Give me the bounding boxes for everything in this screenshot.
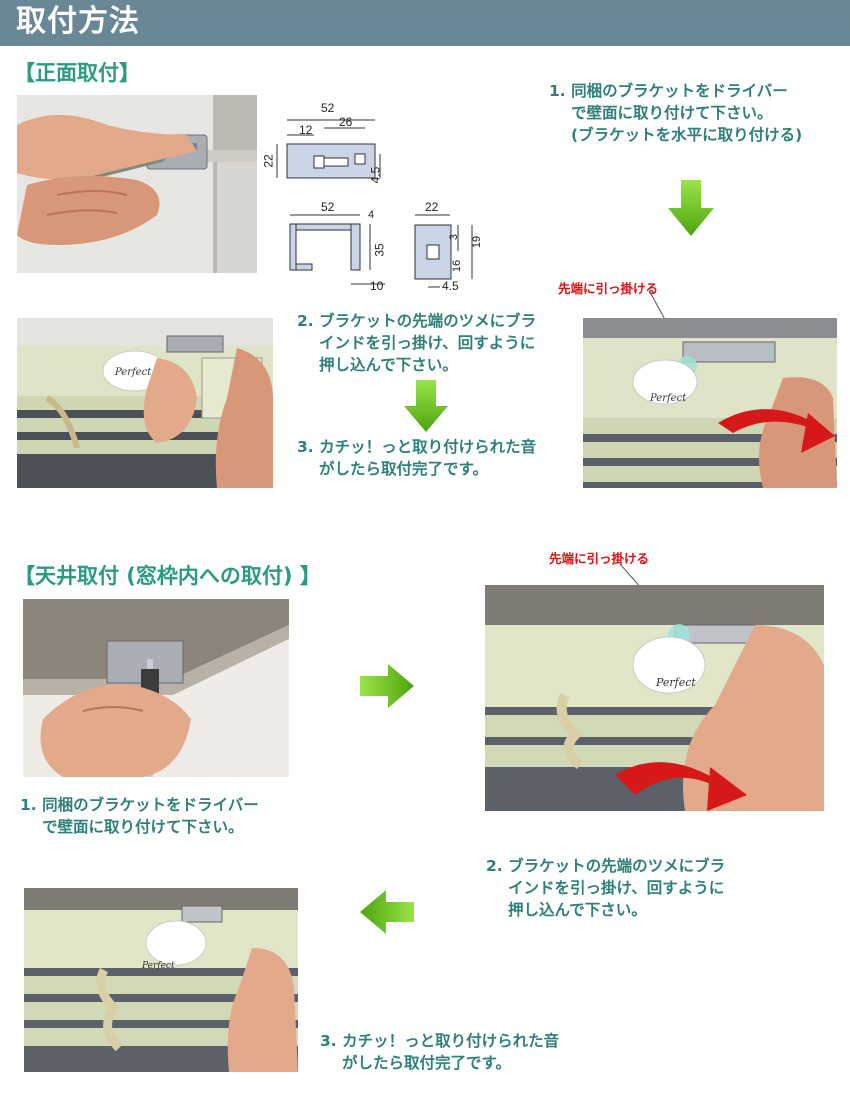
- dim-top-height: 22: [261, 154, 276, 168]
- front-step1-photo: [17, 95, 257, 273]
- page-title: 取付方法: [16, 4, 140, 39]
- front-step1-text: 1. 同梱のブラケットをドライバー で壁面に取り付けて下さい。 (ブラケットを水…: [549, 80, 802, 146]
- ceiling-step2-line2: インドを引っ掛け、回すように: [508, 879, 725, 897]
- front-step3-line2: がしたら取付完了です。: [319, 460, 488, 478]
- front-step2-line3: 押し込んで下さい。: [319, 356, 458, 374]
- front-step1-line3: (ブラケットを水平に取り付ける): [571, 126, 803, 144]
- bracket-side-view: [285, 210, 390, 292]
- ceiling-step1-line2: で壁面に取り付けて下さい。: [42, 818, 244, 836]
- ceiling-step3-text: 3. カチッ！っと取り付けられた音 がしたら取付完了です。: [320, 1030, 559, 1074]
- dim-side-lip: 4: [368, 209, 375, 221]
- dim-side-width: 52: [321, 200, 335, 214]
- ceiling-step2-line1: 2. ブラケットの先端のツメにブラ: [486, 857, 726, 875]
- bracket-dimension-diagram: [262, 98, 392, 288]
- dim-top-slot: 4.5: [368, 166, 383, 184]
- arrow-right-icon: [360, 664, 414, 708]
- arrow-left-icon: [360, 890, 414, 934]
- front-step1-line2: で壁面に取り付けて下さい。: [571, 104, 773, 122]
- dim-end-d3: 16: [451, 259, 464, 273]
- ceiling-step2-text: 2. ブラケットの先端のツメにブラ インドを引っ掛け、回すように 押し込んで下さ…: [486, 855, 725, 921]
- ceiling-mount-title: 【天井取付 (窓枠内への取付) 】: [14, 564, 321, 588]
- dim-end-width: 22: [425, 200, 439, 214]
- front-mount-title: 【正面取付】: [14, 61, 140, 85]
- ceiling-step1-line1: 1. 同梱のブラケットをドライバー: [20, 796, 259, 814]
- ceiling-hook-photo: [485, 585, 824, 811]
- ceiling-step3-line1: 3. カチッ！っと取り付けられた音: [320, 1032, 560, 1050]
- brand-label-2: Perfect: [650, 393, 687, 404]
- brand-label-3: Perfect: [656, 676, 696, 689]
- page-header: [0, 0, 850, 46]
- dim-end-base: 4.5: [442, 279, 459, 293]
- ceiling-step3-line2: がしたら取付完了です。: [342, 1054, 511, 1072]
- arrow-down-icon: [404, 380, 448, 432]
- front-hook-photo: [583, 318, 837, 488]
- ceiling-step1-photo: [23, 599, 289, 777]
- dim-top-offset-b: 26: [339, 115, 353, 129]
- dim-end-d2: 19: [471, 235, 484, 249]
- bracket-end-view: [410, 205, 490, 293]
- arrow-down-icon: [668, 180, 714, 236]
- front-step2-text: 2. ブラケットの先端のツメにブラ インドを引っ掛け、回すように 押し込んで下さ…: [297, 310, 536, 376]
- front-step3-line1: 3. カチッ！っと取り付けられた音: [297, 438, 537, 456]
- ceiling-step2-line3: 押し込んで下さい。: [508, 901, 647, 919]
- ceiling-step3-photo: [24, 888, 298, 1072]
- brand-label-1: Perfect: [115, 367, 152, 378]
- dim-side-base: 10: [370, 279, 384, 293]
- front-step2-line1: 2. ブラケットの先端のツメにブラ: [297, 312, 537, 330]
- front-step1-line1: 1. 同梱のブラケットをドライバー: [549, 82, 788, 100]
- dim-end-d1: 3: [448, 233, 461, 241]
- dim-top-width: 52: [321, 101, 335, 115]
- front-step2-line2: インドを引っ掛け、回すように: [319, 334, 536, 352]
- brand-label-4: Perfect: [142, 961, 175, 971]
- front-step2-photo: [17, 318, 273, 488]
- dim-top-offset-a: 12: [299, 123, 313, 137]
- front-step3-text: 3. カチッ！っと取り付けられた音 がしたら取付完了です。: [297, 436, 536, 480]
- ceiling-step1-text: 1. 同梱のブラケットをドライバー で壁面に取り付けて下さい。: [20, 794, 259, 838]
- dim-side-height: 35: [372, 243, 387, 257]
- front-callout-label: 先端に引っ掛ける: [558, 281, 659, 296]
- ceiling-callout-label: 先端に引っ掛ける: [549, 551, 650, 566]
